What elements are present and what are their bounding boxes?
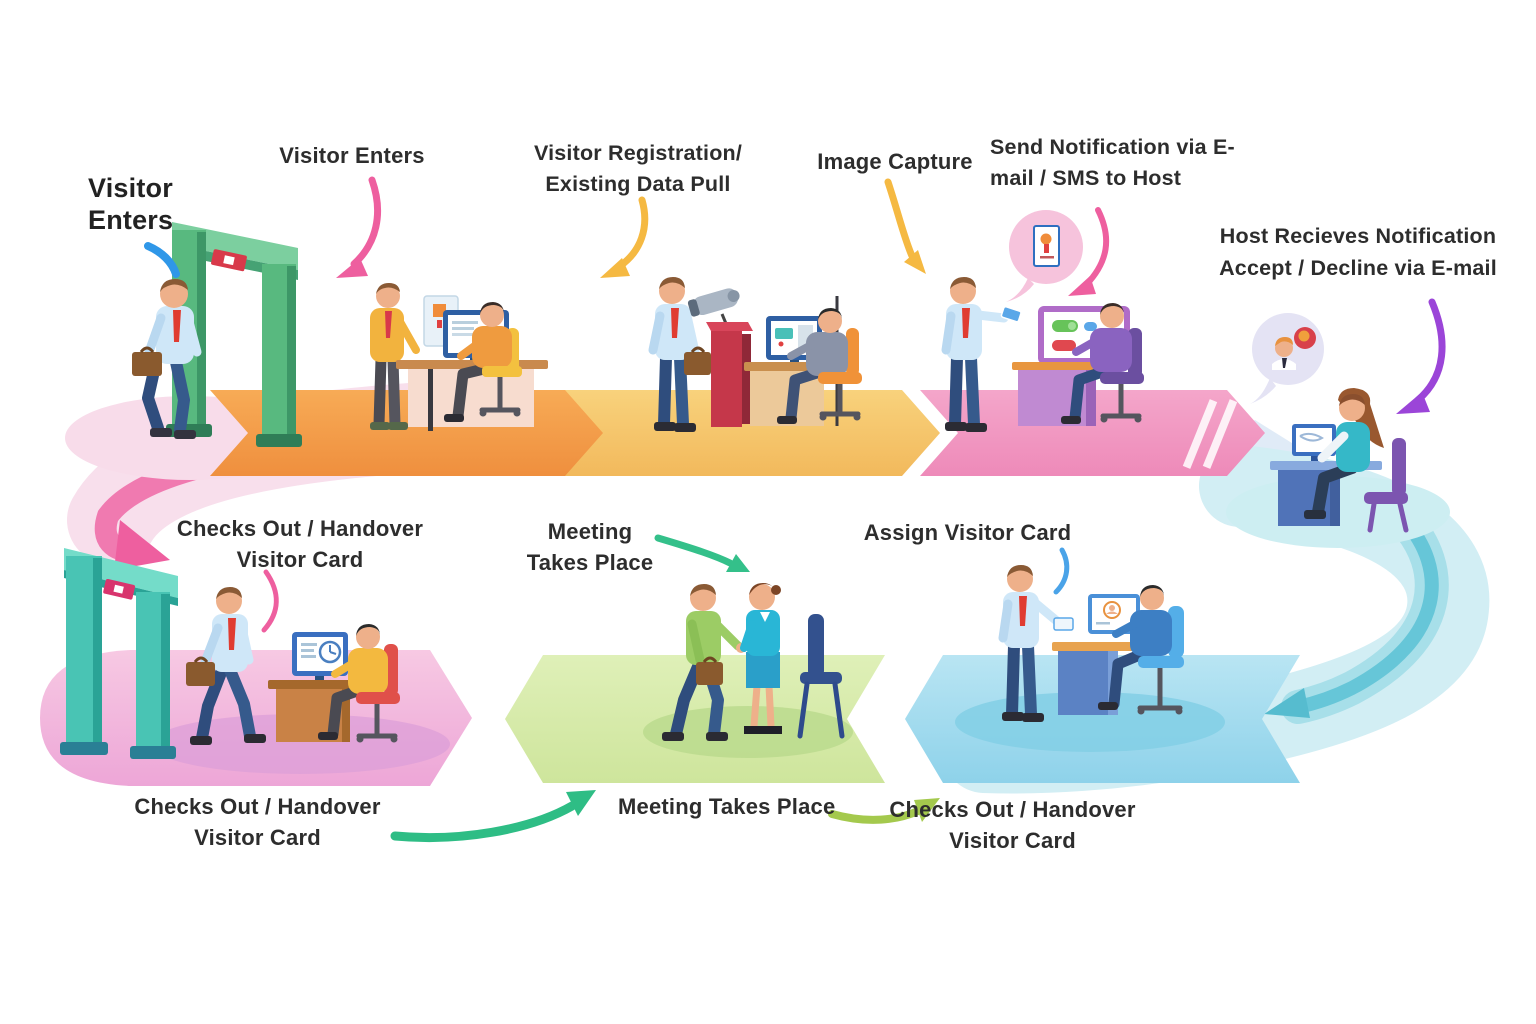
scene-assign-card (998, 547, 1184, 722)
meeting-mid-label: Meeting Takes Place (526, 519, 654, 576)
checkout-desk-icon (268, 632, 356, 742)
scene-visitor-enters (132, 222, 302, 447)
scene-checkout (60, 548, 400, 759)
bubble-arrow-icon (1083, 207, 1110, 288)
visitor-registration-label: Visitor Registration/ Existing Data Pull (533, 141, 743, 196)
meeting-visitor-icon (662, 584, 746, 741)
camera-pedestal-icon (687, 288, 753, 427)
footer-lightgreen-arrow-icon (828, 807, 922, 824)
footer-checks-out-left-label: Checks Out / Handover Visitor Card (134, 794, 381, 851)
assign-operator-icon (1098, 585, 1184, 715)
label-arrows (336, 176, 940, 842)
capture-operator-icon (777, 308, 862, 424)
host-person-icon (1304, 388, 1409, 533)
scene-registration (370, 283, 548, 431)
scene-host-receives (1250, 298, 1446, 533)
notification-bubble-icon (1006, 210, 1083, 302)
notify-operator-icon (1061, 303, 1144, 424)
checkout-swoosh-icon (261, 569, 279, 633)
registration-desk-icon (396, 295, 548, 431)
assign-visitor-icon (998, 565, 1074, 722)
host-receives-label: Host Recieves Notification Accept / Decl… (1219, 224, 1497, 281)
notify-operator-desk-icon (1012, 303, 1144, 426)
bubble-arrowhead (1068, 276, 1096, 296)
scene-image-capture (648, 277, 862, 432)
meeting-host-icon (740, 583, 782, 734)
send-notification-label: Send Notification via E-mail / SMS to Ho… (990, 135, 1235, 190)
receptionist-icon (444, 302, 522, 422)
visitor-enters-top-label: Visitor Enters (279, 143, 425, 168)
capture-visitor-icon (648, 277, 711, 432)
registration-arrow-icon (616, 196, 649, 270)
meeting-chair-icon (797, 614, 845, 739)
meeting-arrow-icon (654, 534, 734, 567)
visitor-enters-side-label: Visitor Enters (88, 173, 174, 236)
notify-visitor-icon (941, 277, 1022, 432)
platform-slit (1182, 399, 1218, 469)
checkout-operator-icon (318, 624, 400, 743)
enter-swoosh-icon (144, 242, 180, 278)
host-arrowhead (1396, 392, 1430, 414)
footer-green-arrow-icon (390, 801, 577, 842)
capture-operator-desk-icon (744, 296, 862, 426)
footer-checks-out-right-label: Checks Out / Handover Visitor Card (889, 797, 1136, 854)
image-capture-arrow-icon (884, 178, 916, 260)
assign-desk-icon (1052, 585, 1184, 715)
platform-notification (920, 390, 1265, 476)
checkout-gate-icon (60, 548, 178, 759)
assign-swoosh-icon (1053, 547, 1070, 595)
platform-slit (1202, 399, 1238, 469)
scene-meeting (662, 583, 845, 741)
visitor-enters-arrow-icon (350, 176, 382, 268)
host-bubble-icon (1250, 313, 1324, 404)
checks-out-mid-label: Checks Out / Handover Visitor Card (176, 516, 424, 573)
host-arrow-icon (1414, 298, 1446, 404)
scene-send-notification (941, 207, 1144, 432)
image-capture-label: Image Capture (817, 149, 973, 174)
registration-visitor-icon (370, 283, 420, 430)
walking-visitor-icon (132, 279, 202, 439)
assign-card-label: Assign Visitor Card (863, 520, 1072, 545)
footer-meeting-label: Meeting Takes Place (618, 794, 836, 819)
platform-registration (210, 390, 650, 476)
checkout-visitor-icon (186, 587, 266, 745)
